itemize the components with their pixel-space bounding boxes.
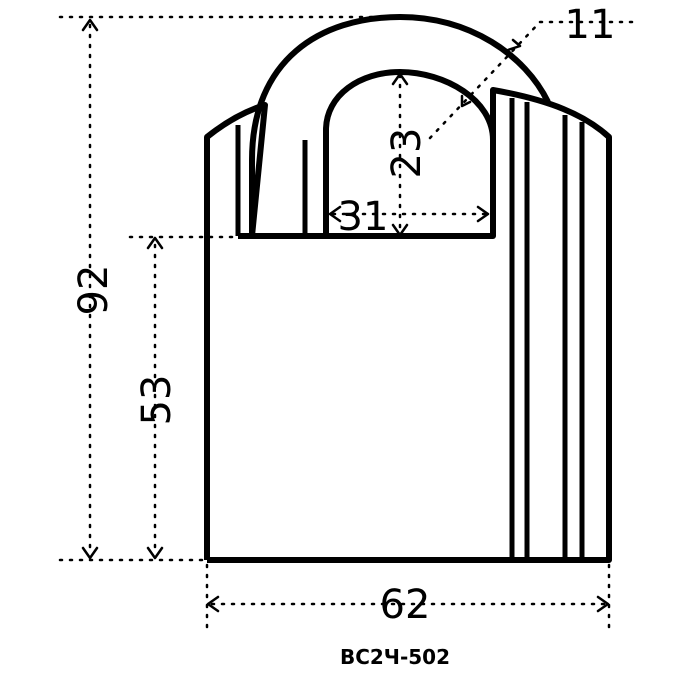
padlock — [204, 14, 612, 563]
arrow-11-inner — [460, 94, 472, 108]
dimension-label-total-height: 92 — [71, 265, 117, 316]
dimension-label-shackle-clearance: 23 — [384, 128, 430, 179]
arrow-31-left — [328, 205, 342, 223]
arrow-62-left — [206, 595, 220, 613]
arrow-62-right — [596, 595, 610, 613]
padlock-body — [204, 87, 612, 563]
dimension-label-body-height: 53 — [134, 375, 180, 426]
arrow-11-outer — [506, 38, 522, 52]
dimension-label-shackle-inner-width: 31 — [338, 194, 389, 240]
dimension-lines — [58, 15, 642, 637]
arrow-53-bottom — [146, 546, 164, 560]
dimension-label-body-width: 62 — [380, 582, 431, 628]
diameter-11-leader-line — [428, 20, 542, 140]
arrow-31-right — [476, 205, 490, 223]
arrow-53-top — [146, 236, 164, 250]
padlock-shackle — [249, 14, 551, 236]
arrow-92-bottom — [81, 546, 99, 560]
dimension-label-shackle-diameter: 11 — [565, 2, 616, 48]
arrow-23-top — [391, 72, 409, 86]
model-label: ВС2Ч-502 — [339, 645, 451, 669]
arrow-92-top — [81, 18, 99, 32]
